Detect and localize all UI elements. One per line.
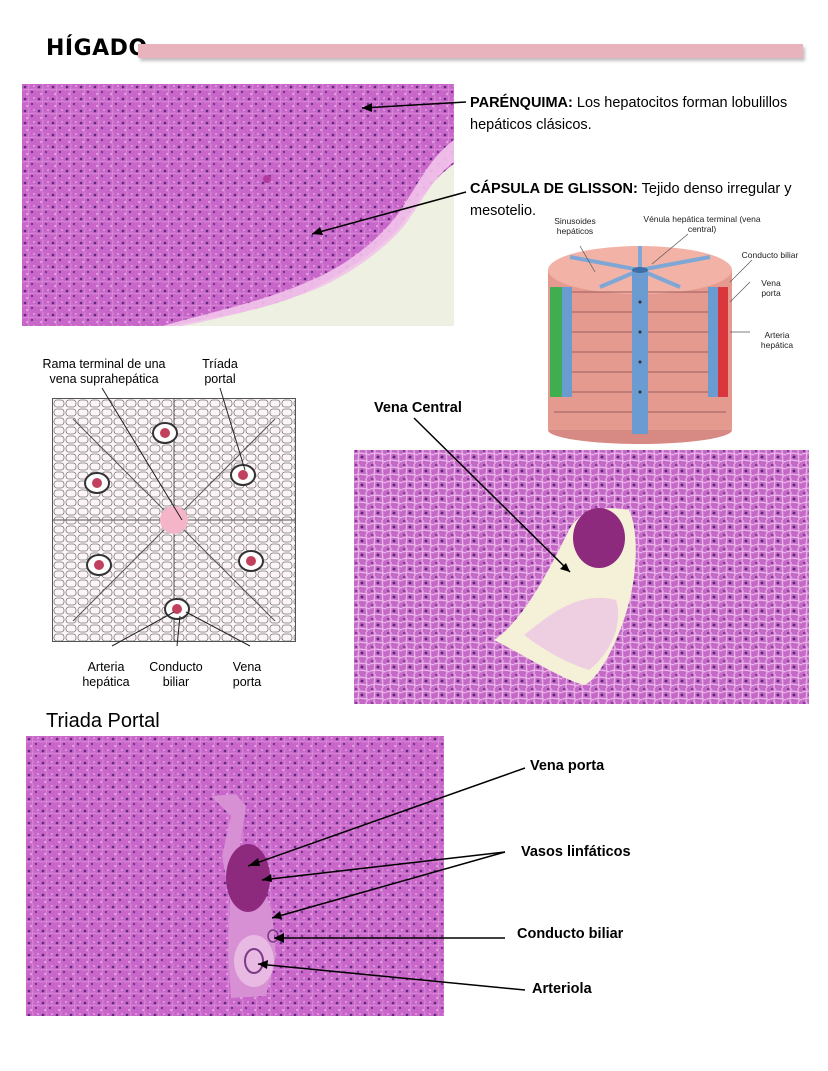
label-arteria-3d: Arteria hepática: [760, 330, 794, 350]
central-vein-arrow: [413, 417, 571, 573]
capsule-micrograph: [22, 84, 454, 326]
label-arteriola: Arteriola: [532, 981, 592, 997]
label-rama-terminal: Rama terminal de una vena suprahepática: [42, 357, 166, 386]
label-triada-portal: Tríada portal: [202, 357, 238, 386]
title-bar: [138, 44, 803, 58]
parenchyma-text: Los hepatocitos forman lobulillos hepáti…: [470, 95, 788, 133]
label-sinusoides: Sinusoides hepáticos: [554, 216, 596, 236]
portal-triad-arrows: [247, 767, 526, 991]
parenchyma-description: PARÉNQUIMA: Los hepatocitos forman lobul…: [470, 92, 800, 136]
section-title-triada: Triada Portal: [46, 710, 160, 732]
portal-triad-micrograph: [26, 736, 444, 1016]
label-vasos-linfaticos: Vasos linfáticos: [521, 844, 631, 860]
label-conducto-biliar: Conducto biliar: [149, 660, 203, 689]
central-vein-micrograph: [354, 450, 809, 704]
label-vena-porta: Vena porta: [232, 660, 262, 689]
label-vena-porta-micro: Vena porta: [530, 758, 605, 774]
lobule-diagram: [52, 398, 296, 642]
triad-glyphs: [84, 422, 264, 620]
label-venula: Vénula hepática terminal (vena central): [643, 214, 761, 234]
label-conducto-biliar-micro: Conducto biliar: [517, 926, 624, 942]
label-arteria-hepatica: Arteria hepática: [82, 660, 130, 689]
glisson-text: Tejido denso irregular y mesotelio.: [470, 181, 792, 219]
capsule-arrows: [311, 101, 467, 235]
lobule-3d-illustration: Sinusoides hepáticos Vénula hepática ter…: [540, 212, 810, 444]
glisson-title: CÁPSULA DE GLISSON:: [470, 181, 638, 197]
glisson-description: CÁPSULA DE GLISSON: Tejido denso irregul…: [470, 178, 800, 222]
label-vena-central: Vena Central: [374, 400, 462, 416]
parenchyma-title: PARÉNQUIMA:: [470, 95, 573, 111]
page-title: HÍGADO: [46, 36, 148, 61]
label-conducto-biliar-3d: Conducto biliar: [741, 250, 799, 260]
lobule-leader-lines: [101, 387, 251, 647]
label-vena-porta-3d: Vena porta: [761, 278, 781, 298]
